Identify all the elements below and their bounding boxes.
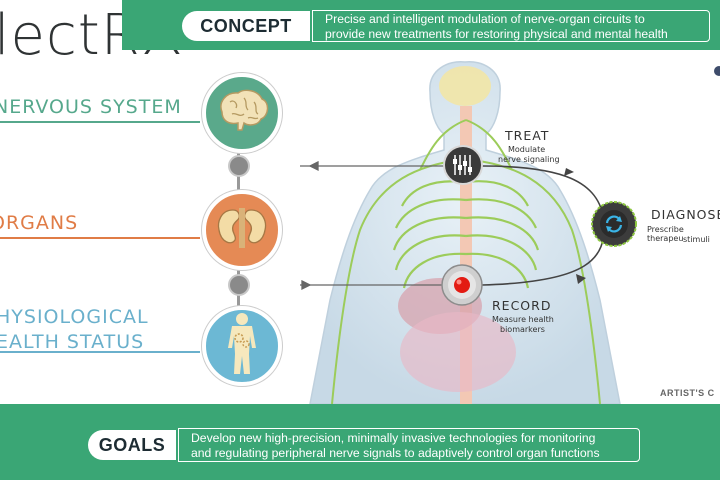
- brain-icon: [214, 88, 270, 139]
- nervous-system-label: NERVOUS SYSTEM: [0, 96, 182, 118]
- diagnose-cycle-icon: [591, 201, 637, 251]
- goals-description: Develop new high-precision, minimally in…: [178, 428, 640, 462]
- diagnose-subtitle-2: stimuli: [683, 235, 710, 244]
- record-device: [441, 264, 483, 311]
- treat-node: [228, 155, 250, 177]
- body-gears-icon: [222, 312, 262, 381]
- goals-line-1: Develop new high-precision, minimally in…: [191, 431, 596, 445]
- intestines-shape: [400, 312, 516, 392]
- record-node: [228, 274, 250, 296]
- human-figure-illustration: [300, 61, 621, 404]
- logo-text: lectR: [0, 3, 141, 68]
- arm-nerves: [331, 119, 601, 404]
- organs-circle: [202, 190, 282, 270]
- treat-subtitle-1: Modulate: [508, 145, 546, 154]
- diagnose-device: [591, 201, 637, 252]
- concept-line-2: provide new treatments for restoring phy…: [325, 27, 668, 41]
- record-title: RECORD: [492, 298, 552, 313]
- health-status-label: EALTH STATUS: [0, 331, 145, 353]
- treat-device: [443, 145, 483, 190]
- goals-line-2: and regulating peripheral nerve signals …: [191, 446, 600, 460]
- record-button-icon: [441, 264, 483, 310]
- diagnose-title: DIAGNOSE: [651, 207, 720, 222]
- kidneys-icon: [215, 206, 269, 255]
- treat-title: TREAT: [505, 128, 550, 143]
- record-subtitle-2: biomarkers: [500, 325, 545, 334]
- sliders-icon: [443, 145, 483, 189]
- health-status-underline: [0, 351, 200, 353]
- organs-label: ORGANS: [0, 212, 79, 234]
- artist-concept-note: ARTIST'S C: [660, 388, 715, 398]
- concept-description: Precise and intelligent modulation of ne…: [312, 10, 710, 42]
- connector-arrows: [300, 160, 445, 291]
- side-dot: [714, 66, 720, 76]
- physiological-label: HYSIOLOGICAL: [0, 306, 149, 328]
- concept-label: CONCEPT: [182, 11, 310, 41]
- diagnose-subtitle-1: Prescribe therapeu: [647, 225, 684, 243]
- brain-shape: [439, 66, 491, 106]
- nervous-system-underline: [0, 121, 200, 123]
- nervous-system-circle: [202, 73, 282, 153]
- concept-line-1: Precise and intelligent modulation of ne…: [325, 12, 645, 26]
- treat-subtitle-2: nerve signaling: [498, 155, 560, 164]
- record-subtitle-1: Measure health: [492, 315, 554, 324]
- health-status-circle: [202, 306, 282, 386]
- organs-underline: [0, 237, 200, 239]
- goals-label: GOALS: [88, 430, 176, 460]
- rib-nerves: [392, 180, 540, 289]
